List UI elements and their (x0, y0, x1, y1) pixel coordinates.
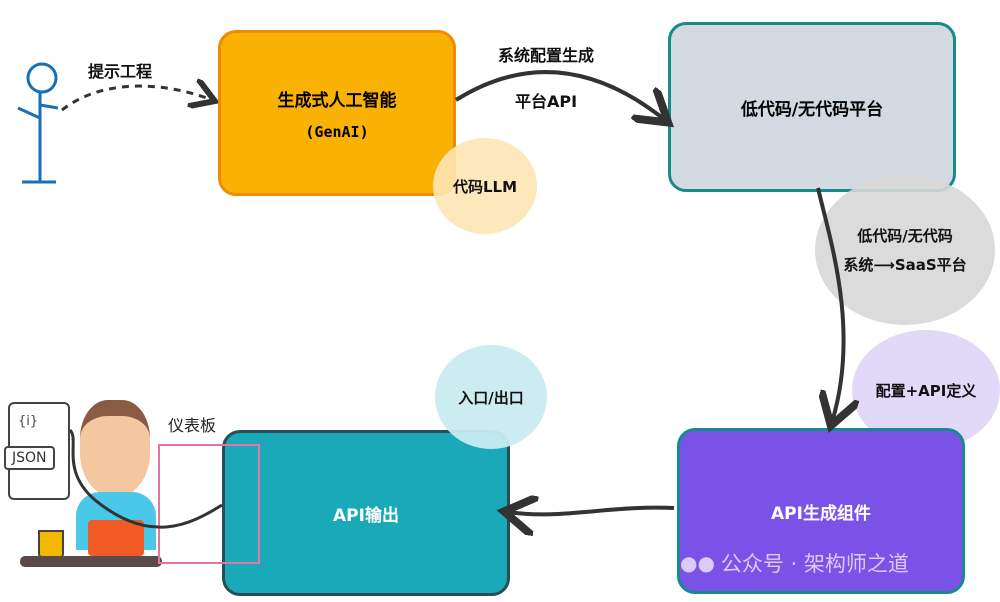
stick-figure-icon (17, 62, 59, 184)
dashboard-icon (158, 444, 260, 564)
developer-avatar-icon (80, 400, 150, 496)
apiout-to-developer-cable (68, 428, 223, 529)
laptop-icon (88, 520, 144, 556)
prompt-arrow (61, 86, 212, 112)
lowcode-bubble: 低代码/无代码 系统⟶SaaS平台 (815, 175, 995, 325)
watermark-text: 公众号 · 架构师之道 (720, 552, 909, 576)
llm-bubble: 代码LLM (433, 138, 537, 234)
genai-subtitle: (GenAI) (305, 122, 369, 141)
lowcode-box: 低代码/无代码平台 (668, 22, 956, 192)
io-bubble: 入口/出口 (435, 345, 547, 449)
wechat-icon: ●● (680, 551, 715, 575)
genai-to-lowcode-arrow (454, 70, 665, 120)
genai-title: 生成式人工智能 (277, 90, 397, 111)
prompt-label: 提示工程 (88, 62, 153, 81)
api-gen-title: API生成组件 (771, 503, 871, 524)
api-gen-box: API生成组件 (677, 428, 965, 594)
dashboard-label: 仪表板 (168, 416, 217, 435)
lowcode-bubble-line2: 系统⟶SaaS平台 (843, 256, 967, 274)
watermark: ●● 公众号 · 架构师之道 (680, 548, 909, 578)
apigen-to-apiout-arrow (508, 508, 675, 515)
api-out-box: API输出 (222, 430, 510, 596)
json-icon-text: {i} (18, 414, 39, 429)
desk (20, 556, 162, 567)
genai-box: 生成式人工智能 (GenAI) (218, 30, 456, 196)
lowcode-to-apigen-arrow (816, 187, 844, 422)
arrow-top-line1: 系统配置生成 (498, 46, 595, 65)
lowcode-bubble-line1: 低代码/无代码 (857, 227, 953, 245)
json-label: JSON (4, 446, 55, 470)
arrow-top-line2: 平台API (515, 92, 578, 111)
lowcode-title: 低代码/无代码平台 (740, 99, 884, 120)
api-out-title: API输出 (333, 505, 399, 526)
